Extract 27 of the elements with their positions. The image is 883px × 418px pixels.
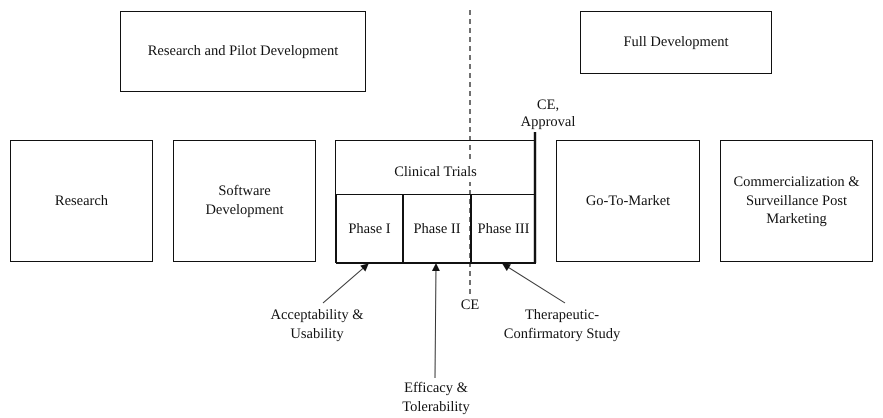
stage-box	[173, 140, 316, 262]
box-text: Phase I	[348, 220, 391, 238]
box-text: Therapeutic-Confirmatory Study	[502, 306, 622, 344]
box-text: Efficacy & Tolerability	[401, 379, 471, 417]
arrow	[322, 263, 369, 304]
box-heading: Clinical Trials	[394, 163, 477, 182]
phase-box	[403, 194, 471, 264]
box-text: Research	[54, 192, 108, 210]
arrow	[502, 263, 566, 304]
box-text: Go-To-Market	[586, 192, 670, 210]
stage-box	[580, 11, 772, 74]
box-text: Research and Pilot Development	[148, 42, 338, 61]
stage-box	[120, 11, 366, 92]
box-text: Phase II	[413, 220, 461, 238]
box-text: Acceptability & Usability	[269, 306, 364, 344]
box-text: Commercialization & Surveillance Post Marketing	[732, 172, 861, 230]
arrow	[432, 263, 440, 378]
stage-box	[10, 140, 153, 262]
box-text: Full Development	[623, 33, 729, 52]
box-text: Phase III	[478, 220, 530, 238]
stage-box	[720, 140, 873, 262]
clinical-trials-box	[335, 140, 535, 263]
phase-box	[471, 194, 536, 264]
phase-box	[336, 194, 403, 264]
box-text: Software Development	[204, 182, 285, 220]
milestone-label: CE, Approval	[518, 97, 578, 132]
stage-box	[556, 140, 700, 262]
